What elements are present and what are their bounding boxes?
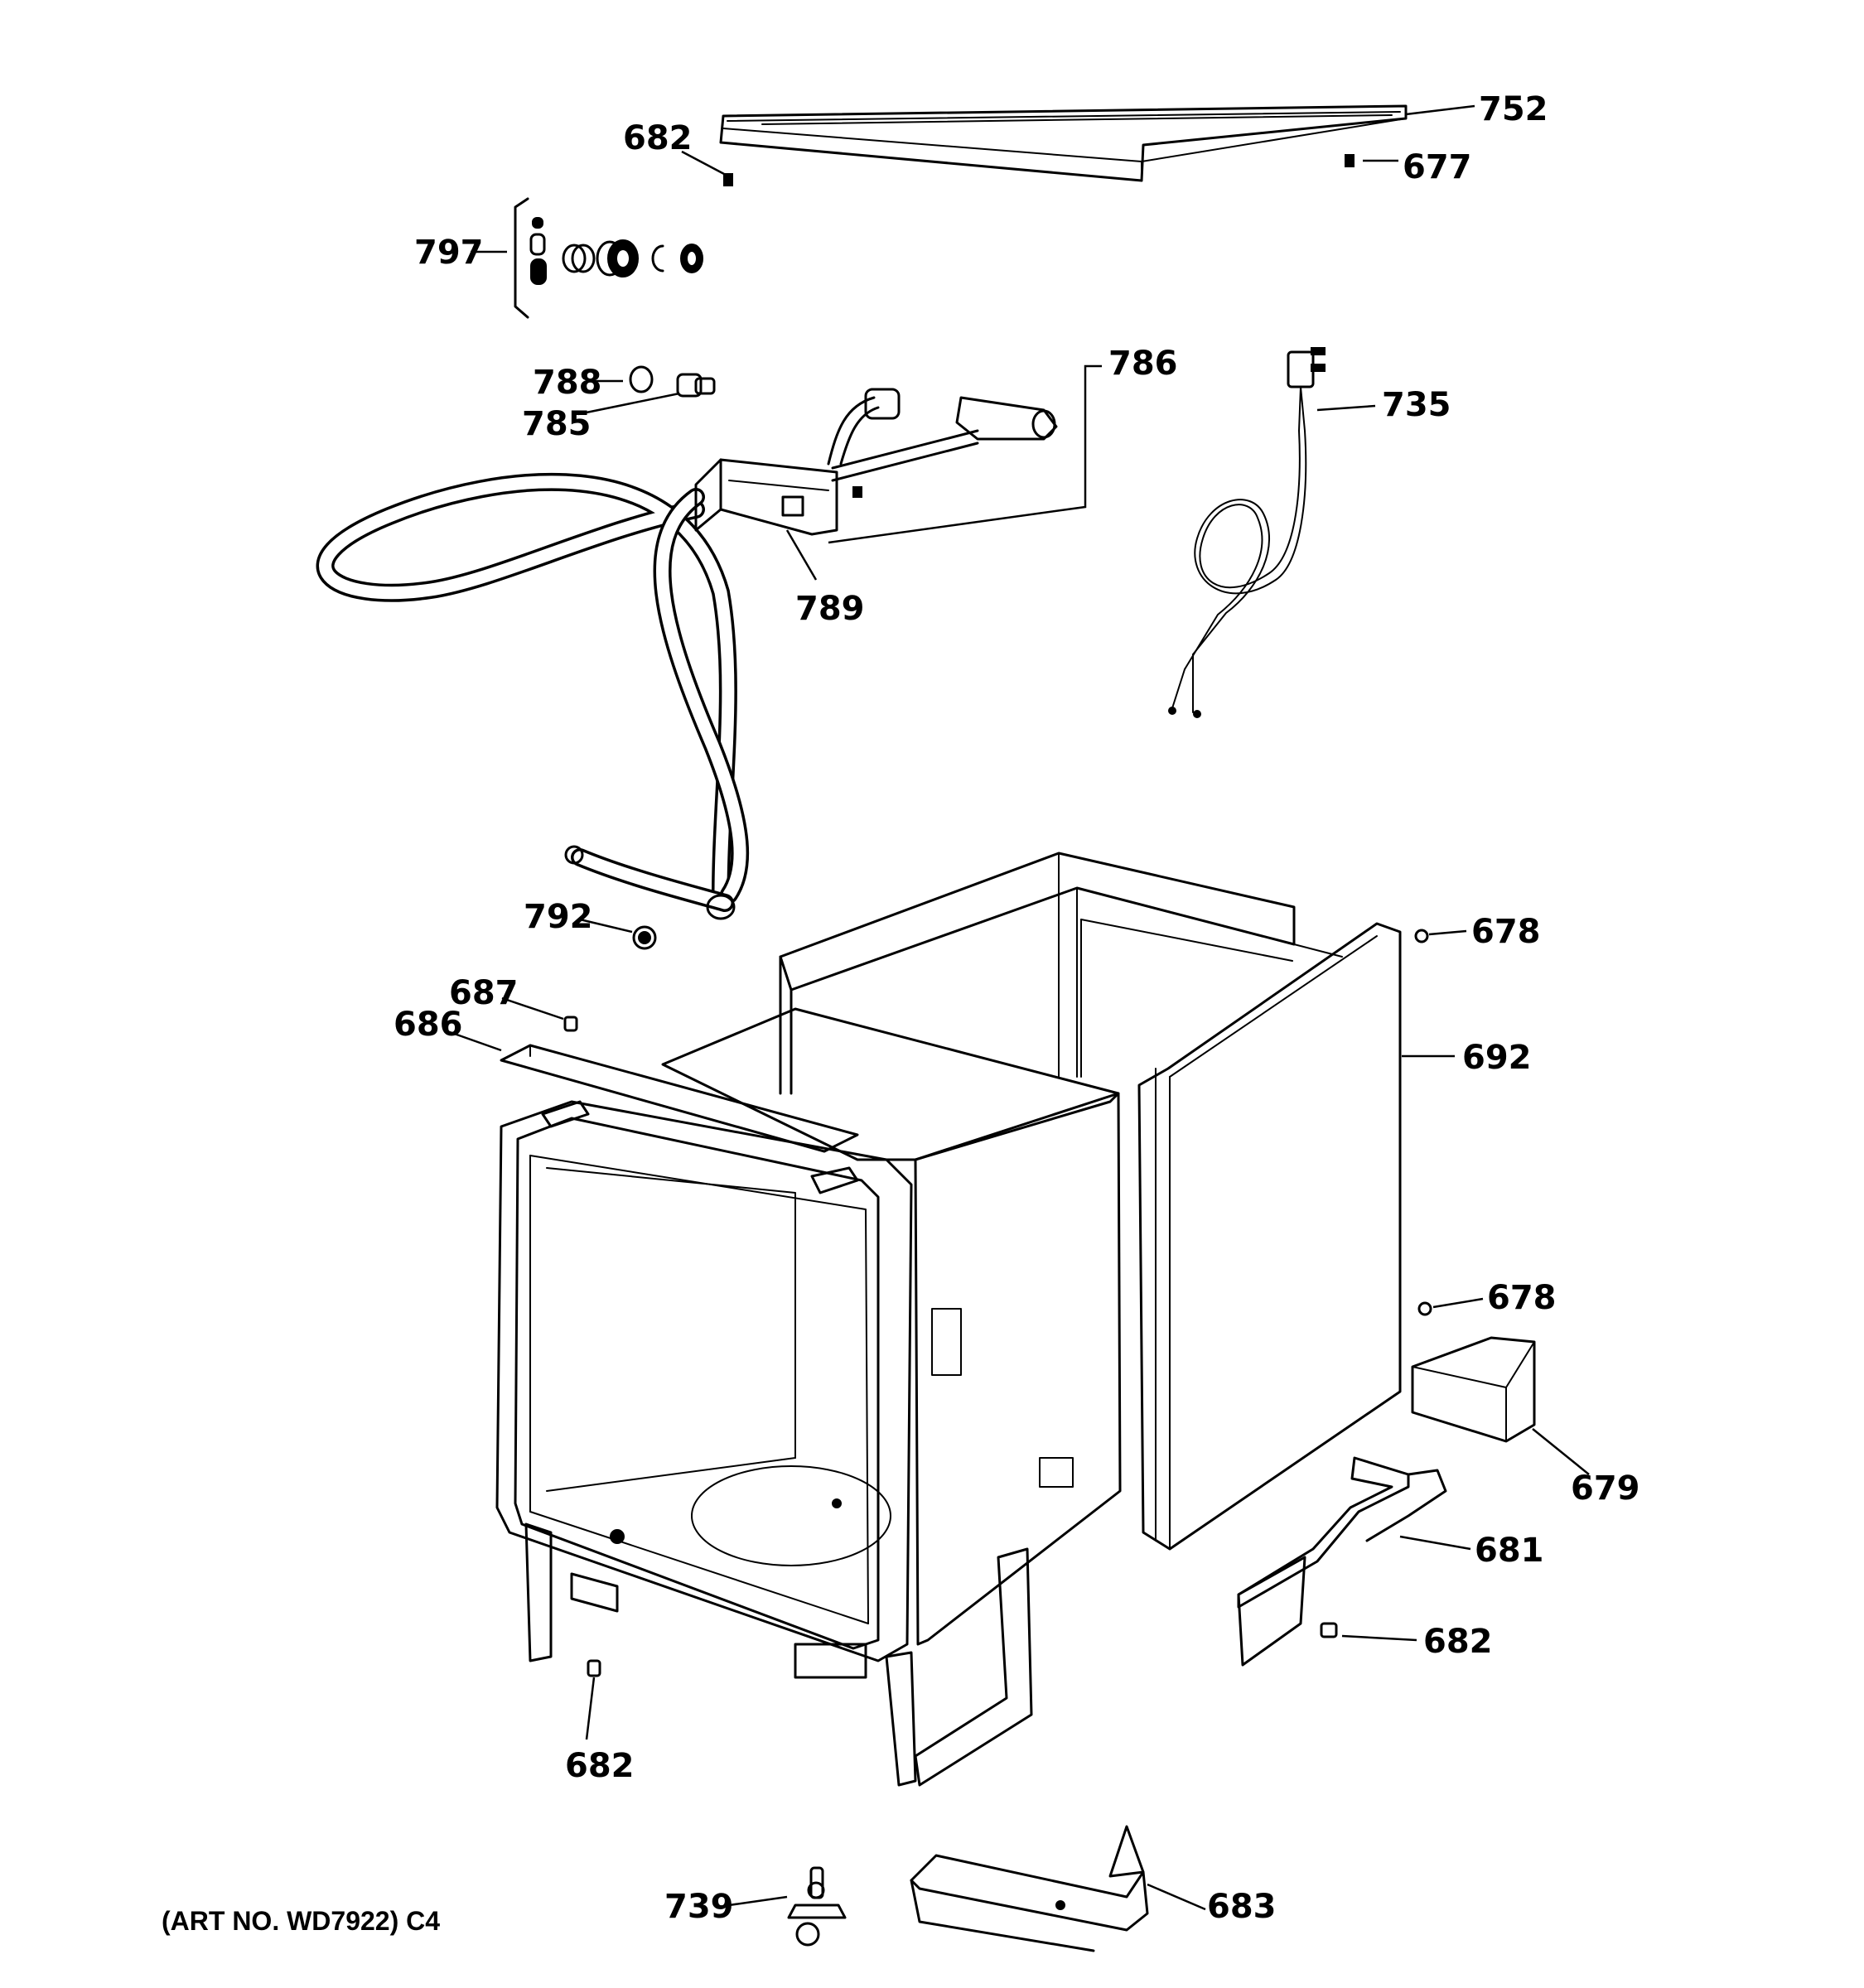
- label-789: 789: [795, 590, 865, 628]
- screw-682-top: [681, 150, 733, 186]
- screw-678-top: [1414, 929, 1467, 943]
- label-683: 683: [1207, 1888, 1277, 1926]
- label-681: 681: [1475, 1532, 1544, 1570]
- fill-hose-assembly: [316, 388, 1058, 920]
- label-687: 687: [449, 974, 519, 1012]
- top-panel: [719, 104, 1408, 182]
- label-686: 686: [394, 1006, 463, 1044]
- toe-bracket: [1237, 1456, 1471, 1667]
- screw-682-bottom: [585, 1659, 601, 1740]
- art-number: (ART NO. WD7922) C4: [162, 1906, 440, 1936]
- screw-677: [1345, 154, 1398, 167]
- outer-cabinet: [779, 852, 1343, 1095]
- drain-connector: [579, 918, 657, 950]
- label-735: 735: [1382, 386, 1451, 424]
- label-682-right: 682: [1423, 1623, 1493, 1661]
- label-797: 797: [414, 234, 484, 272]
- elbow-785: [577, 373, 716, 416]
- leader-786: [828, 364, 1102, 544]
- label-788: 788: [533, 364, 602, 402]
- base-rail: [910, 1825, 1206, 1952]
- insulation-block: [1411, 1336, 1590, 1475]
- label-786: 786: [1108, 345, 1178, 383]
- screw-678-mid: [1417, 1297, 1484, 1316]
- label-692: 692: [1462, 1039, 1532, 1077]
- label-677: 677: [1403, 148, 1472, 186]
- washer-788: [590, 365, 654, 393]
- label-678-mid: 678: [1487, 1279, 1557, 1317]
- leveling-leg: [728, 1866, 847, 1947]
- screw-687: [501, 996, 578, 1032]
- power-cord: [1168, 347, 1376, 718]
- label-678-top: 678: [1471, 913, 1541, 951]
- tub: [495, 1007, 1122, 1787]
- label-792: 792: [524, 898, 593, 936]
- side-panel: [1137, 922, 1455, 1551]
- label-682-top: 682: [623, 119, 693, 157]
- screw-682-right: [1320, 1622, 1417, 1642]
- label-682-bottom: 682: [565, 1747, 635, 1785]
- label-679: 679: [1571, 1469, 1640, 1508]
- label-739: 739: [664, 1888, 734, 1926]
- top-strip: [447, 1030, 859, 1153]
- fitting-kit: [471, 197, 703, 319]
- label-752: 752: [1479, 90, 1548, 128]
- label-785: 785: [522, 405, 592, 443]
